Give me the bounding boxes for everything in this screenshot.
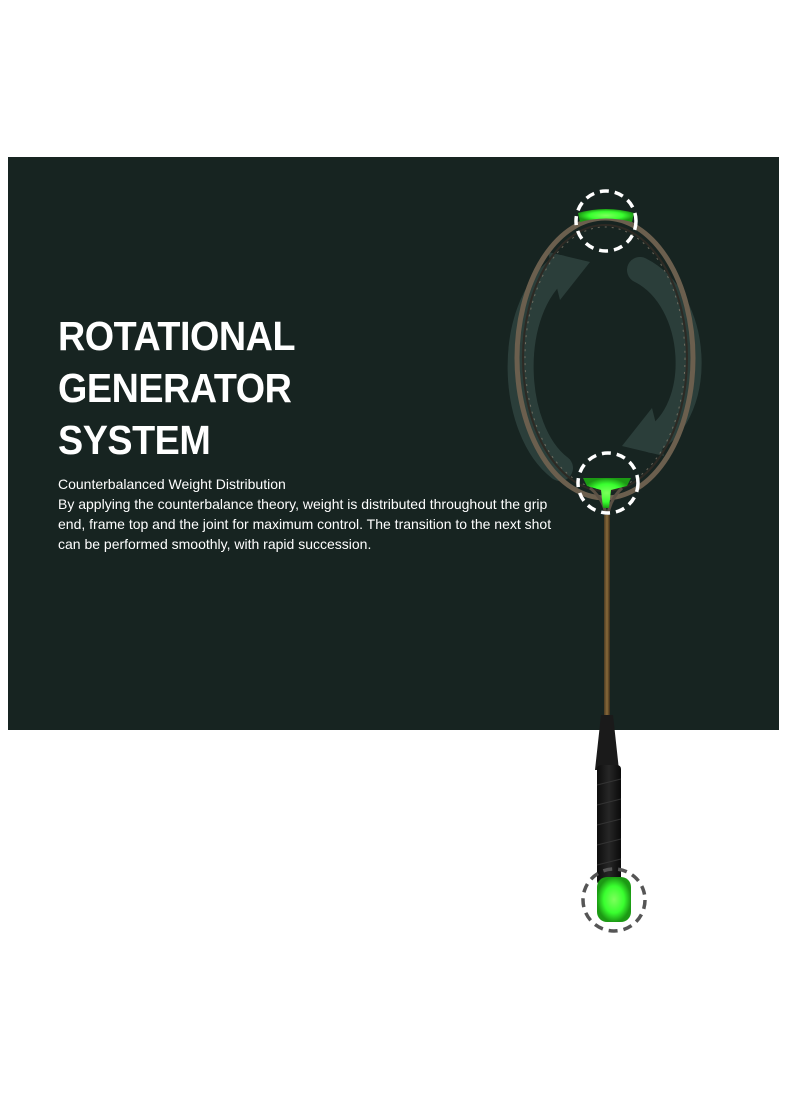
heading-line-2: GENERATOR	[58, 365, 292, 411]
heading: ROTATIONAL GENERATOR SYSTEM	[58, 310, 296, 466]
subtitle: Counterbalanced Weight Distribution	[58, 476, 286, 492]
heading-line-3: SYSTEM	[58, 417, 211, 463]
heading-line-1: ROTATIONAL	[58, 313, 296, 359]
description: By applying the counterbalance theory, w…	[58, 496, 552, 552]
highlight-circle-grip-icon	[581, 867, 647, 933]
